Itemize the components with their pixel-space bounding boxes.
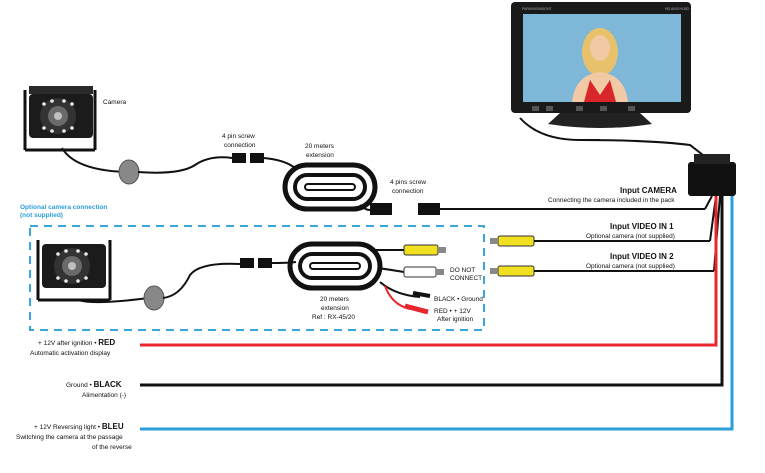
screen-photo bbox=[572, 28, 628, 102]
rca-yellow-optional bbox=[403, 244, 439, 256]
blue-wire-label-line1: + 12V Reversing light • BLEU bbox=[34, 422, 124, 431]
opt-extension-ref: Ref : RX-45/20 bbox=[312, 314, 355, 321]
optional-camera bbox=[36, 240, 112, 302]
blue-wire-label-line2: Switching the camera at the passage bbox=[16, 434, 123, 441]
opt-extension-line1: 20 meters bbox=[320, 296, 350, 303]
monitor-model: HD-6002+5-BD bbox=[665, 7, 689, 11]
rca-yellow-video-in-2 bbox=[497, 265, 535, 277]
optional-screw-connector-a bbox=[240, 258, 254, 268]
red-wire-label-line2: Automatic activation display bbox=[30, 350, 111, 357]
black-wire bbox=[140, 196, 724, 387]
do-not-connect-line2: CONNECT bbox=[450, 275, 482, 282]
screw-connector-1a bbox=[232, 153, 246, 163]
input-video1-sub: Optional camera (not supplied) bbox=[586, 233, 675, 240]
monitor-button bbox=[532, 106, 539, 111]
rca-yellow-video-in-1 bbox=[497, 235, 535, 247]
cable-grommet bbox=[118, 159, 140, 185]
after-ignition-label: After ignition bbox=[437, 316, 474, 323]
blue-wire-label-line3: of the reverse bbox=[92, 444, 132, 451]
input-camera-sub: Connecting the camera included in the pa… bbox=[548, 197, 675, 204]
camera-label: Camera bbox=[103, 99, 127, 106]
screw-connector-1b bbox=[250, 153, 264, 163]
optional-screw-connector-b bbox=[258, 258, 272, 268]
extension1-label-line1: 20 meters bbox=[305, 143, 335, 150]
screw1-label-line1: 4 pin screw bbox=[222, 133, 255, 140]
optional-cable-grommet bbox=[143, 285, 165, 311]
screw-connector-2a bbox=[370, 203, 392, 215]
optional-title-line2: (not supplied) bbox=[20, 212, 63, 219]
black-wire-label-line2: Alimentation (-) bbox=[82, 392, 126, 399]
input-camera-title: Input CAMERA bbox=[620, 186, 677, 195]
monitor-button bbox=[546, 106, 553, 111]
monitor: PARKINGINSIGHT HD-6002+5-BD bbox=[511, 2, 713, 163]
extension1-label-line2: extension bbox=[306, 152, 334, 159]
optional-dashed-box bbox=[29, 225, 485, 331]
red-12v-label: RED • + 12V bbox=[434, 308, 471, 315]
monitor-button bbox=[600, 106, 607, 111]
monitor-button bbox=[628, 106, 635, 111]
do-not-connect-line1: DO NOT bbox=[450, 267, 475, 274]
monitor-button bbox=[576, 106, 583, 111]
monitor-brand: PARKINGINSIGHT bbox=[522, 7, 553, 11]
red-wire bbox=[140, 196, 718, 347]
input-video2-sub: Optional camera (not supplied) bbox=[586, 263, 675, 270]
blue-wire bbox=[140, 196, 734, 431]
screw2-label-line2: connection bbox=[392, 188, 424, 195]
extension-coil-2 bbox=[287, 241, 383, 291]
screw-connector-2b bbox=[418, 203, 440, 215]
junction-box bbox=[688, 154, 736, 196]
main-camera bbox=[23, 86, 97, 152]
black-ground-label: BLACK • Ground bbox=[434, 296, 483, 303]
optional-title-line1: Optional camera connection bbox=[20, 204, 107, 211]
extension-coil-1 bbox=[282, 162, 378, 212]
black-wire-label-line1: Ground • BLACK bbox=[66, 380, 122, 389]
screw2-label-line1: 4 pins screw bbox=[390, 179, 426, 186]
input-video1-title: Input VIDEO IN 1 bbox=[610, 222, 674, 231]
red-wire-label-line1: + 12V after ignition • RED bbox=[38, 338, 115, 347]
input-video2-title: Input VIDEO IN 2 bbox=[610, 252, 674, 261]
rca-white-do-not-connect bbox=[403, 266, 437, 278]
monitor-cable bbox=[519, 117, 600, 141]
screw1-label-line2: connection bbox=[224, 142, 256, 149]
opt-extension-line2: extension bbox=[321, 305, 349, 312]
monitor-stand bbox=[548, 113, 652, 128]
